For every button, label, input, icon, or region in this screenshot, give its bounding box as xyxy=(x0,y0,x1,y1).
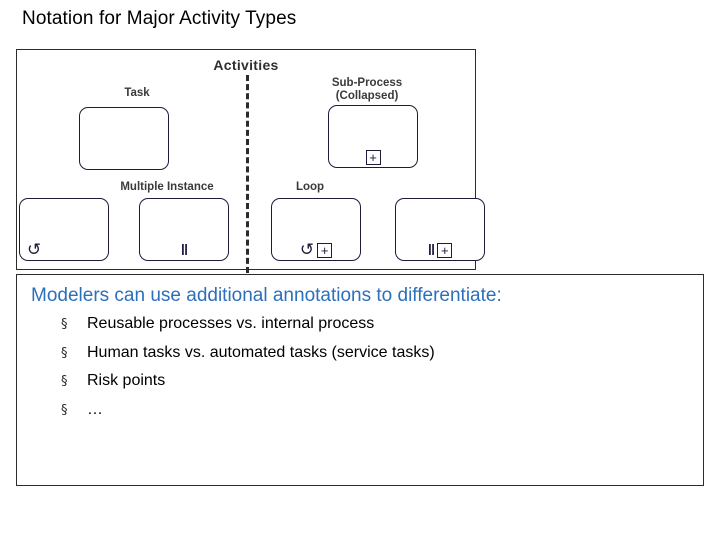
activity-shape-sub-process-collapsed: + xyxy=(328,105,418,168)
list-item: § Human tasks vs. automated tasks (servi… xyxy=(61,344,693,373)
label-multiple-instance: Multiple Instance xyxy=(120,181,214,193)
bullet-list: § Reusable processes vs. internal proces… xyxy=(61,315,693,429)
marker-row: ‖ xyxy=(140,240,228,258)
page-title: Notation for Major Activity Types xyxy=(22,8,297,29)
plus-icon: + xyxy=(437,243,453,258)
list-item-label: Reusable processes vs. internal process xyxy=(87,315,375,332)
parallel-icon: ‖ xyxy=(180,242,189,259)
label-task: Task xyxy=(124,87,150,99)
bullet-marker-icon: § xyxy=(61,374,68,389)
parallel-icon: ‖ xyxy=(427,242,436,259)
loop-icon: ↺ xyxy=(27,240,42,260)
annotations-textbox: Modelers can use additional annotations … xyxy=(16,274,704,486)
list-item-label: Human tasks vs. automated tasks (service… xyxy=(87,343,435,361)
marker-row: ↺ + xyxy=(272,240,360,260)
plus-icon: + xyxy=(317,243,333,258)
vertical-dashed-divider xyxy=(246,75,249,273)
activity-shape-multiple-instance-collapsed: ‖ + xyxy=(395,198,485,261)
activity-shape-task xyxy=(79,107,169,170)
bullet-marker-icon: § xyxy=(61,317,68,332)
marker-row: ↺ xyxy=(20,240,108,260)
activity-shape-multiple-instance: ‖ xyxy=(139,198,229,261)
list-item: § … xyxy=(61,401,693,430)
list-item-label: … xyxy=(87,400,103,418)
loop-icon: ↺ xyxy=(299,240,315,260)
plus-icon: + xyxy=(365,150,381,165)
bullet-marker-icon: § xyxy=(61,345,68,361)
list-item-label: Risk points xyxy=(87,372,166,389)
label-loop: Loop xyxy=(295,181,325,193)
list-item: § Reusable processes vs. internal proces… xyxy=(61,315,693,344)
activity-shape-ad-hoc: ↺ xyxy=(19,198,109,261)
marker-row: + xyxy=(329,147,417,165)
activity-shape-loop-collapsed: ↺ + xyxy=(271,198,361,261)
textbox-heading: Modelers can use additional annotations … xyxy=(31,285,502,306)
marker-row: ‖ + xyxy=(396,240,484,258)
bullet-marker-icon: § xyxy=(61,402,68,418)
activities-notation-figure: Activities Task Sub-Process (Collapsed) … xyxy=(16,49,485,273)
label-sub-process: Sub-Process (Collapsed) xyxy=(331,77,403,102)
figure-title: Activities xyxy=(213,57,279,73)
list-item: § Risk points xyxy=(61,372,693,401)
